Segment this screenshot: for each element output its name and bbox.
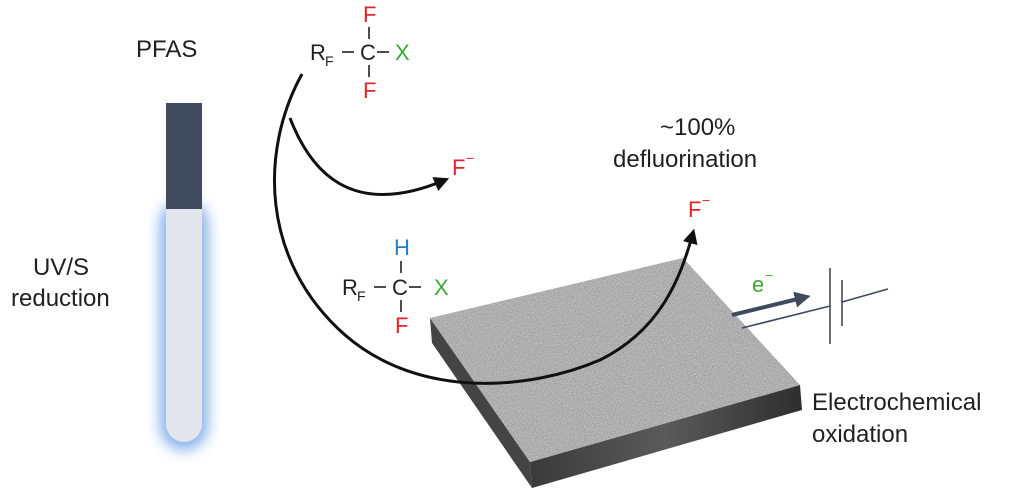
electrode-side-front	[530, 385, 802, 488]
svg-text:R: R	[342, 275, 358, 300]
svg-text:−: −	[765, 267, 773, 283]
svg-text:F: F	[452, 155, 465, 180]
electrode-side-left	[430, 318, 532, 488]
svg-text:X: X	[434, 275, 449, 300]
svg-text:C: C	[360, 40, 376, 65]
fluoride-ion-1: F −	[452, 150, 474, 180]
svg-text:R: R	[310, 40, 326, 65]
wire-lower	[741, 305, 831, 329]
defluorination-line1: ~100%	[660, 114, 735, 141]
electron-flow-arrow	[731, 291, 811, 317]
svg-text:F: F	[357, 288, 366, 304]
svg-text:−: −	[702, 192, 710, 208]
svg-text:F: F	[395, 313, 408, 338]
pathway-arrow-main	[273, 73, 698, 385]
svg-text:F: F	[325, 53, 334, 69]
circuit	[741, 268, 889, 344]
molecule-mid-intermediate: R F C X H F	[342, 235, 449, 338]
electrochem-line1: Electrochemical	[812, 389, 981, 416]
svg-text:X: X	[395, 40, 410, 65]
pfas-label: PFAS	[136, 36, 197, 63]
svg-text:H: H	[394, 235, 410, 260]
wire-right	[841, 288, 889, 303]
fluoride-ion-2: F −	[688, 192, 710, 222]
tube-body	[166, 205, 202, 442]
pathway-arrow-uv-defluorination	[288, 117, 450, 196]
molecule-top-pfas: R F C X F F	[310, 2, 410, 103]
svg-text:C: C	[392, 275, 408, 300]
defluorination-line2: defluorination	[613, 146, 757, 173]
svg-text:−: −	[466, 150, 474, 166]
electron-label: e −	[752, 267, 773, 297]
svg-text:F: F	[363, 2, 376, 27]
svg-text:F: F	[363, 78, 376, 103]
uv-label-line2: reduction	[11, 285, 110, 312]
electrochem-line2: oxidation	[812, 421, 908, 448]
tube-cap	[166, 103, 202, 209]
uv-test-tube	[160, 103, 208, 450]
uv-label-line1: UV/S	[33, 254, 89, 281]
svg-text:e: e	[752, 272, 764, 297]
svg-text:F: F	[688, 197, 701, 222]
